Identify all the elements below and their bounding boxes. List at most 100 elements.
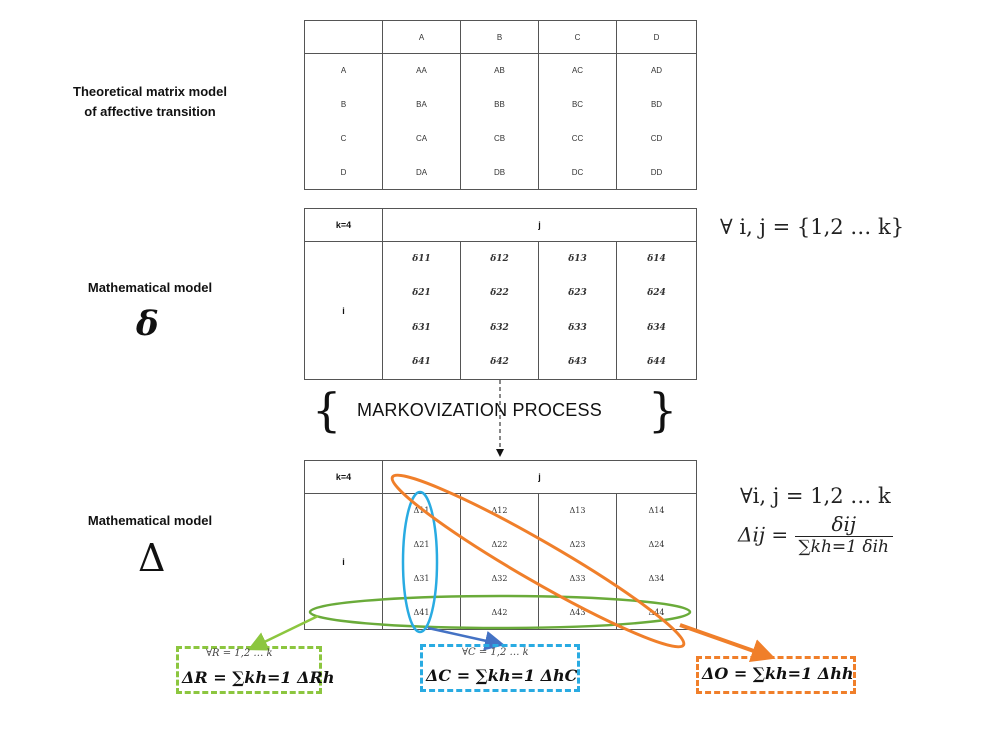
matrix1-column: AB BB CB DB: [460, 53, 539, 190]
matrix3-cell: Δ34: [648, 573, 665, 583]
column-sum-formula: ΔC = ∑kh=1 ΔhC: [426, 666, 578, 685]
matrix2-column: δ12 δ22 δ32 δ42: [460, 241, 539, 380]
matrix3-column: Δ11 Δ21 Δ31 Δ41: [382, 493, 461, 630]
matrix1-cell: BA: [416, 100, 427, 110]
matrix1-row-headers: A B C D: [304, 53, 383, 190]
matrix1-cell: CB: [493, 133, 506, 143]
column-sum-arrow: [427, 626, 505, 651]
matrix1-cell: AA: [416, 66, 427, 76]
matrix3-cell: Δ21: [413, 540, 430, 550]
matrix2-cell: δ12: [490, 254, 509, 265]
matrix1-cell: AD: [650, 66, 663, 76]
matrix3-cell: Δ44: [648, 607, 665, 617]
matrix1-col-header: D: [616, 20, 697, 54]
matrix1-cell: BD: [650, 100, 663, 110]
matrix1-cell: DC: [571, 167, 584, 177]
Delta-denominator: ∑kh=1 δih: [798, 537, 889, 557]
matrix3-cell: Δ42: [491, 607, 508, 617]
matrix2-cell: δ43: [568, 356, 587, 367]
Delta-matrix: k=4 j i Δ11 Δ21 Δ31 Δ41 Δ12 Δ22 Δ32 Δ42 …: [304, 460, 698, 630]
matrix2-cell: δ11: [412, 254, 431, 265]
matrix1-cell: AB: [494, 66, 505, 76]
matrix1-col-header: C: [538, 20, 617, 54]
matrix3-column: Δ12 Δ22 Δ32 Δ42: [460, 493, 539, 630]
matrix3-cell: Δ43: [569, 607, 586, 617]
matrix2-cell: δ42: [490, 356, 509, 367]
Delta-lhs: Δij =: [738, 522, 789, 547]
matrix1-corner: [304, 20, 383, 54]
matrix1-col-header: A: [382, 20, 461, 54]
matrix2-cell: δ22: [490, 288, 509, 299]
matrix2-column: δ11 δ21 δ31 δ41: [382, 241, 461, 380]
matrix3-cell: Δ41: [413, 607, 430, 617]
markovization-label: MARKOVIZATION PROCESS: [357, 400, 602, 420]
matrix3-column: Δ14 Δ24 Δ34 Δ44: [615, 493, 698, 630]
row-sum-formula: ΔR = ∑kh=1 ΔRh: [182, 668, 335, 687]
process-open-brace: {: [312, 383, 342, 437]
matrix1-cell: BB: [494, 100, 505, 110]
delta-domain-formula: ∀ i, j = {1,2 … k}: [720, 215, 905, 239]
Delta-definition-formula: Δij = δij ∑kh=1 δih: [738, 512, 893, 557]
matrix2-row-header: i: [304, 241, 383, 380]
matrix1-column: AC BC CC DC: [538, 53, 617, 190]
matrix3-cell: Δ31: [413, 573, 430, 583]
matrix1-cell: CA: [415, 133, 428, 143]
theoretical-model-label: Theoretical matrix model of affective tr…: [40, 82, 260, 122]
matrix1-row-label: A: [340, 66, 347, 76]
math-model-Delta-label: Mathematical model: [87, 513, 213, 528]
matrix1-column: AD BD CD DD: [616, 53, 697, 190]
matrix1-row-label: B: [340, 100, 347, 110]
column-sum-box: [420, 644, 580, 692]
column-sum-caption: ∀C = 1,2 … k: [462, 647, 529, 658]
matrix2-column: δ13 δ23 δ33 δ43: [538, 241, 617, 380]
matrix1-column: AA BA CA DA: [382, 53, 461, 190]
matrix2-cell: δ13: [568, 254, 587, 265]
theoretical-matrix: A B C D A B C D AA BA CA DA AB BB CB DB …: [304, 20, 697, 190]
matrix3-row-header: i: [304, 493, 383, 630]
matrix2-column: δ14 δ24 δ34 δ44: [615, 241, 698, 380]
matrix2-corner: k=4: [304, 208, 383, 242]
matrix2-cell: δ31: [412, 322, 431, 333]
matrix3-column: Δ13 Δ23 Δ33 Δ43: [538, 493, 617, 630]
matrix2-cell: δ14: [647, 254, 666, 265]
theoretical-label-line2: of affective transition: [84, 104, 216, 119]
delta-matrix: k=4 j i δ11 δ21 δ31 δ41 δ12 δ22 δ32 δ42 …: [304, 208, 698, 380]
matrix3-col-header: j: [381, 460, 698, 494]
matrix2-cell: δ34: [647, 322, 666, 333]
matrix1-cell: CC: [571, 133, 584, 143]
theoretical-label-line1: Theoretical matrix model: [73, 84, 227, 99]
matrix3-cell: Δ14: [648, 506, 665, 516]
matrix1-col-header: B: [460, 20, 539, 54]
Delta-domain-formula: ∀i, j = 1,2 … k: [740, 484, 891, 508]
matrix3-corner: k=4: [304, 460, 383, 494]
matrix2-cell: δ33: [568, 322, 587, 333]
matrix3-cell: Δ13: [569, 506, 586, 516]
matrix2-cell: δ21: [412, 288, 431, 299]
row-sum-caption: ∀R = 1,2 … k: [206, 648, 273, 659]
matrix3-cell: Δ11: [413, 506, 430, 516]
matrix3-cell: Δ24: [648, 540, 665, 550]
Delta-numerator: δij: [794, 512, 893, 537]
matrix2-cell: δ32: [490, 322, 509, 333]
matrix2-cell: δ41: [412, 356, 431, 367]
process-close-brace: }: [648, 383, 678, 437]
matrix1-row-label: C: [340, 133, 347, 143]
matrix1-cell: BC: [571, 100, 584, 110]
row-sum-box: [176, 646, 322, 694]
matrix1-cell: CD: [650, 133, 663, 143]
matrix1-cell: DD: [650, 167, 663, 177]
matrix2-col-header: j: [381, 208, 698, 242]
matrix3-cell: Δ23: [569, 540, 586, 550]
matrix3-cell: Δ33: [569, 573, 586, 583]
delta-symbol: δ: [136, 304, 159, 344]
Delta-fraction: δij ∑kh=1 δih: [794, 512, 893, 557]
matrix3-cell: Δ22: [491, 540, 508, 550]
matrix1-row-label: D: [340, 167, 347, 177]
matrix2-cell: δ44: [647, 356, 666, 367]
Delta-symbol: Δ: [138, 536, 166, 580]
matrix1-cell: DB: [493, 167, 506, 177]
matrix1-cell: AC: [571, 66, 584, 76]
diagonal-sum-formula: ΔO = ∑kh=1 Δhh: [702, 664, 854, 683]
matrix2-cell: δ24: [647, 288, 666, 299]
math-model-delta-label: Mathematical model: [87, 280, 213, 295]
